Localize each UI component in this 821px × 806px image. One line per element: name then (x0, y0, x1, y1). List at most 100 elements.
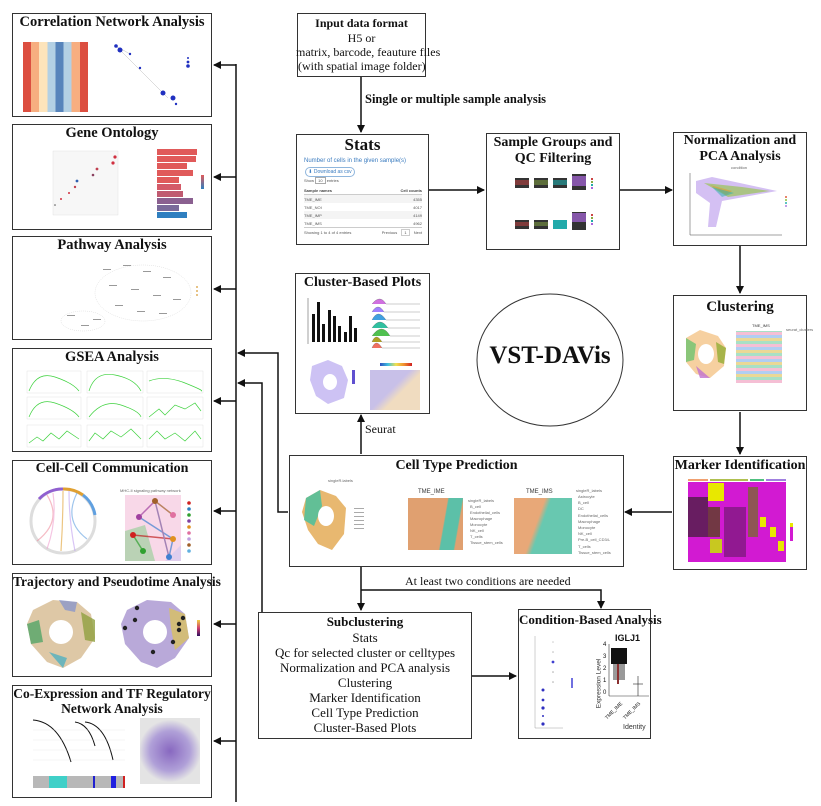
next-button[interactable]: Next (413, 230, 422, 235)
feature-umap (310, 360, 355, 404)
sample-qc-box: Sample Groups and QC Filtering (486, 133, 620, 250)
clustering-legend-title: seurat_clusters (786, 327, 814, 332)
subclustering-item: Qc for selected cluster or celltypes (274, 645, 456, 660)
cluster-plots-box: Cluster-Based Plots (295, 273, 430, 414)
cell: TME_IMS (304, 220, 322, 226)
feeder-from-subclustering (237, 379, 263, 612)
show-entries: Show 10 entries (304, 177, 339, 184)
qc-title-line1: Sample Groups and (493, 135, 613, 150)
spatial-colorbar (380, 363, 412, 366)
celltype-legend2-title: singleR_labels (576, 488, 603, 493)
table-header: Sample names Cell counts (304, 187, 422, 195)
input-line-1: H5 or (347, 31, 376, 45)
trajectory-umap (27, 600, 95, 668)
subclustering-item: Marker Identification (309, 690, 421, 705)
table-footer: Showing 1 to 4 of 4 entries Previous 1 N… (304, 228, 422, 236)
arrow-celltype-to-condition (361, 589, 605, 609)
correlation-network (114, 44, 190, 106)
celltype-legend1: B_cell Endothelial_cells Macrophage Mono… (470, 504, 503, 546)
show-select[interactable]: 10 (315, 177, 326, 184)
qc-violin-plots (515, 174, 593, 230)
legend-item: Tissue_stem_cells (470, 540, 503, 545)
legend-item: B_cell (578, 500, 589, 506)
normalization-box: Normalization and PCA Analysis condition (673, 132, 807, 246)
gsea-plots (26, 370, 204, 448)
coexpression-title-line1: Co-Expression and TF Regulatory (13, 686, 211, 701)
page-1-button[interactable]: 1 (401, 229, 410, 236)
condition-ytick: 2 (603, 666, 607, 672)
trajectory-panel: Trajectory and Pseudotime Analysis (12, 573, 221, 677)
condition-ytick: 3 (603, 654, 607, 660)
pca-plot-title: condition (731, 165, 748, 170)
condition-ytick: 0 (603, 690, 607, 696)
condition-xtick: TME_IMS (622, 701, 643, 721)
coexpression-title-line2: Network Analysis (61, 701, 163, 716)
celltype-legend2: Astrocyte B_cell DC Endothelial_cells Ma… (578, 494, 611, 556)
cluster-plots-title: Cluster-Based Plots (303, 275, 422, 290)
stats-subtitle: Number of cells in the given sample(s) (304, 158, 407, 164)
spatial-feature-plot (370, 370, 420, 410)
marker-title: Marker Identification (674, 458, 806, 473)
cell: 4962 (413, 220, 422, 226)
norm-title-line2: PCA Analysis (699, 149, 781, 164)
show-label: Show (304, 178, 315, 183)
vst-davis-ellipse (476, 293, 624, 427)
cell: TME_IMP (304, 212, 322, 218)
celltype-panel1-title: TME_IME (418, 489, 445, 495)
legend-item: Endothelial_cells (470, 510, 501, 515)
celltype-box: Cell Type Prediction singleR.labels TME_… (289, 455, 624, 567)
col-cell-counts[interactable]: Cell counts (400, 188, 422, 193)
download-csv-button[interactable]: ⬇ Download as csv (305, 167, 355, 177)
col-sample-names[interactable]: Sample names (304, 188, 333, 193)
marker-box: Marker Identification (673, 456, 807, 570)
condition-dotplot (534, 636, 573, 729)
prev-button[interactable]: Previous (381, 230, 398, 235)
go-dotplot (52, 150, 119, 216)
cell: 4017 (413, 204, 422, 210)
go-title: Gene Ontology (65, 125, 159, 141)
correlation-heatmap (23, 42, 88, 112)
clustering-box: Clustering TME_IMS seurat_clusters (673, 295, 813, 411)
legend-item: NK_cell (578, 531, 592, 537)
app-title: VST-DAVis (489, 342, 611, 369)
chord-diagram (29, 487, 97, 555)
pathway-title: Pathway Analysis (57, 237, 167, 253)
clustering-title: Clustering (706, 299, 774, 315)
cell: 4355 (413, 196, 422, 202)
legend-item: NK_cell (470, 528, 484, 533)
legend-item: T_cells (470, 534, 483, 539)
subclustering-item: Normalization and PCA analysis (279, 660, 451, 675)
cellcell-title: Cell-Cell Communication (35, 461, 189, 476)
violin-row-2 (515, 212, 593, 230)
legend-item: DC (578, 506, 584, 512)
cellcell-network (125, 495, 191, 561)
legend-item: Monocyte (470, 522, 488, 527)
norm-title-line1: Normalization and (683, 133, 797, 148)
condition-title: Condition-Based Analysis (519, 612, 662, 627)
gsea-panel: GSEA Analysis (12, 348, 212, 452)
edge-label-single-multi: Single or multiple sample analysis (365, 92, 547, 106)
ridge-plot (371, 298, 420, 349)
condition-xlabel: Identity (623, 724, 646, 731)
table-row: TME_IMS 4962 (304, 219, 422, 228)
showing-text: Showing 1 to 4 of 4 entries (304, 230, 352, 235)
qc-title-line2: QC Filtering (514, 151, 592, 166)
pseudotime-umap (121, 600, 200, 668)
input-format-box: Input data format H5 or matrix, barcode,… (296, 13, 441, 77)
clustering-spatial-title: TME_IMS (752, 323, 770, 328)
edge-label-seurat: Seurat (365, 422, 396, 436)
stats-title: Stats (344, 135, 381, 154)
condition-ylabel: Expression Level (595, 658, 603, 709)
table-row: TME_NOI 4017 (304, 203, 422, 211)
legend-item: Macrophage (470, 516, 493, 521)
legend-item: Pre-B_cell_CD34- (578, 537, 611, 543)
legend-item: Tissue_stem_cells (578, 549, 611, 555)
subclustering-item: Cell Type Prediction (311, 705, 419, 720)
subclustering-box: Subclustering Stats Qc for selected clus… (258, 612, 472, 739)
pathway-panel: Pathway Analysis (12, 236, 212, 340)
input-line-2: matrix, barcode, feauture files (296, 45, 441, 59)
cell: TME_NOI (304, 204, 322, 210)
legend-item: Endothelial_cells (578, 512, 609, 518)
condition-violin (608, 644, 649, 697)
